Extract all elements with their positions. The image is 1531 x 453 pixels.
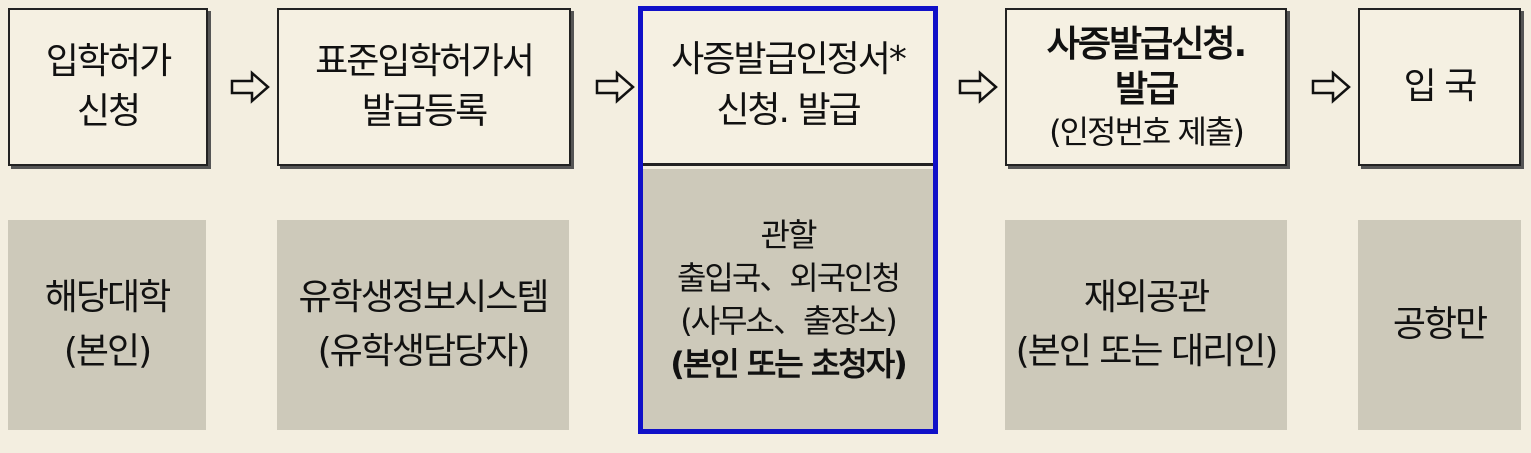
- step-4-line1: 사증발급신청.: [1046, 24, 1247, 65]
- step-box-3: 사증발급인정서* 신청. 발급: [641, 8, 935, 166]
- right-arrow-icon: [595, 70, 635, 104]
- step-1-line1: 입학허가: [45, 40, 172, 82]
- right-arrow-icon: [1311, 70, 1351, 104]
- step-box-1: 입학허가 신청: [8, 8, 208, 166]
- actor-box-4: 재외공관 (본인 또는 대리인): [1005, 220, 1287, 430]
- actor-1-line2: (본인): [63, 331, 152, 372]
- right-arrow-icon: [958, 70, 998, 104]
- actor-3-line3: (사무소、출장소): [680, 302, 898, 340]
- step-box-2: 표준입학허가서 발급등록: [277, 8, 571, 166]
- actor-5-line1: 공항만: [1392, 304, 1488, 345]
- step-1-line2: 신청: [76, 91, 141, 132]
- actor-3-line2: 출입국、외국인청: [676, 258, 901, 297]
- actor-box-2: 유학생정보시스템 (유학생담당자): [277, 220, 569, 430]
- step-4-line2: 발급: [1114, 69, 1179, 110]
- actor-3-line4: (본인 또는 초청자): [670, 345, 908, 384]
- actor-4-line2: (본인 또는 대리인): [1015, 331, 1279, 372]
- step-2-line2: 발급등록: [361, 91, 488, 132]
- step-4-line3: (인정번호 제출): [1049, 113, 1245, 151]
- actor-1-line1: 해당대학: [44, 277, 171, 318]
- actor-2-line2: (유학생담당자): [317, 331, 531, 372]
- actor-3-line1: 관할: [760, 215, 818, 254]
- actor-4-line1: 재외공관: [1083, 277, 1210, 318]
- step-2-line1: 표준입학허가서: [315, 40, 535, 82]
- actor-box-3: 관할 출입국、외국인청 (사무소、출장소) (본인 또는 초청자): [643, 169, 933, 431]
- step-3-line1: 사증발급인정서*: [671, 39, 907, 81]
- step-3-line2: 신청. 발급: [716, 89, 861, 131]
- right-arrow-icon: [230, 70, 270, 104]
- actor-box-5: 공항만: [1358, 220, 1521, 430]
- step-box-4: 사증발급신청. 발급 (인정번호 제출): [1005, 8, 1287, 166]
- actor-box-1: 해당대학 (본인): [8, 220, 206, 430]
- step-box-5: 입 국: [1358, 8, 1521, 166]
- step-5-line1: 입 국: [1403, 65, 1478, 107]
- actor-2-line1: 유학생정보시스템: [298, 277, 550, 318]
